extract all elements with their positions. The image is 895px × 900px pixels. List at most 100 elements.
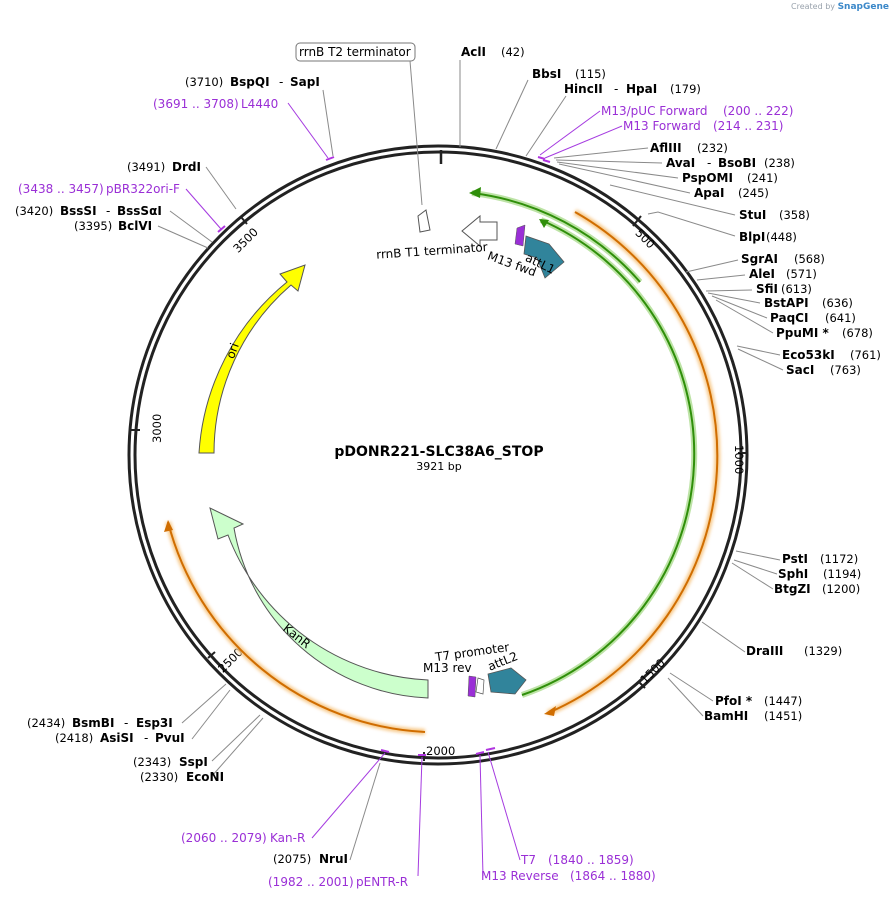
rrnb-t2-arrow (417, 209, 431, 233)
enzyme-ppumi: PpuMI * (776, 326, 830, 340)
snapgene-name: SnapGene (837, 2, 889, 12)
primer-m13forward-range: (214 .. 231) (713, 119, 783, 133)
enzyme-bclvi-pos: (3395) (74, 219, 112, 233)
primer-l4440-range: (3691 .. 3708) (153, 97, 239, 111)
enzyme-asisi: AsiSI (100, 731, 134, 745)
enzyme-bsssi: BssSI (60, 204, 97, 218)
primer-l4440: L4440 (241, 97, 278, 111)
attl2-arrow (487, 667, 527, 695)
ori-label: ori (223, 341, 241, 360)
enzyme-btgzi-pos: (1200) (822, 582, 860, 596)
enzyme-bamhi-pos: (1451) (764, 709, 802, 723)
enzyme-sfii: SfiI (756, 282, 778, 296)
enzyme-blpi-pos: (448) (766, 230, 797, 244)
enzyme-btgzi: BtgZI (774, 582, 811, 596)
enzyme-sspi-pos: (2343) (133, 755, 171, 769)
enzyme-asisi-pos: (2418) (55, 731, 93, 745)
enzyme-alei: AleI (749, 267, 775, 281)
rrnb-t2-box (295, 42, 416, 62)
enzyme-sspi: SspI (179, 755, 208, 769)
orange-track-left-line (167, 521, 426, 733)
enzyme-nrui-pos: (2075) (273, 852, 311, 866)
primer-m13reverse: M13 Reverse (481, 869, 559, 883)
enzyme-sphi: SphI (778, 567, 808, 581)
primer-pentr-range: (1982 .. 2001) (268, 875, 354, 889)
primer-m13puc: M13/pUC Forward (601, 104, 708, 118)
enzyme-saci-pos: (763) (830, 363, 861, 377)
enzyme-sgrai: SgrAI (741, 252, 778, 266)
t7promoter-arrow (475, 677, 485, 695)
enzyme-nrui: NruI (319, 852, 348, 866)
enzyme-avai: AvaI (666, 156, 695, 170)
primer-pbr322-range: (3438 .. 3457) (18, 182, 104, 196)
enzyme-bsmbi: BsmBI (72, 716, 114, 730)
green-track-inner-line (521, 219, 696, 696)
enzyme-pspomi-pos: (241) (747, 171, 778, 185)
enzyme-apai-pos: (245) (738, 186, 769, 200)
enzyme-afliii: AflIII (650, 141, 682, 155)
enzyme-psti: PstI (782, 552, 808, 566)
enzyme-pvui: PvuI (155, 731, 185, 745)
enzyme-bstapi-pos: (636) (822, 296, 853, 310)
enzyme-stui-pos: (358) (779, 208, 810, 222)
orange-track-right-head (544, 706, 556, 716)
enzyme-sapi: SapI (290, 75, 320, 89)
enzyme-pspomi: PspOMI (682, 171, 733, 185)
primer-markers (217, 156, 551, 756)
enzyme-bsssi-pos: (3420) (15, 204, 53, 218)
created-by-text: Created by (791, 2, 836, 11)
enzyme-ppumi-pos: (678) (842, 326, 873, 340)
enzyme-hincii: HincII (564, 82, 603, 96)
primer-t7-range: (1840 .. 1859) (548, 853, 634, 867)
primer-leaders (185, 102, 623, 877)
enzyme-eco53ki: Eco53kI (782, 348, 835, 362)
plasmid-name: pDONR221-SLC38A6_STOP (334, 444, 543, 460)
enzyme-bsmbi-pos: (2434) (27, 716, 65, 730)
enzyme-esp3i: Esp3I (136, 716, 173, 730)
primer-kanr-range: (2060 .. 2079) (181, 831, 267, 845)
enzyme-sphi-pos: (1194) (823, 567, 861, 581)
primer-pentr: pENTR-R (356, 875, 408, 889)
enzyme-eco53ki-pos: (761) (850, 348, 881, 362)
enzyme-paqci: PaqCI (770, 311, 808, 325)
enzyme-bsobi: BsoBI (718, 156, 756, 170)
enzyme-labels: AclI (42) BbsI (115) HincII - HpaI (179)… (15, 45, 881, 866)
enzyme-alei-pos: (571) (786, 267, 817, 281)
enzyme-sgrai-pos: (568) (794, 252, 825, 266)
enzyme-afliii-pos: (232) (697, 141, 728, 155)
orange-track-left-head (164, 520, 173, 532)
enzyme-asisi-sep: - (144, 731, 148, 745)
m13rev-arrow (467, 675, 477, 698)
enzyme-drdi-pos: (3491) (127, 160, 165, 174)
primer-m13puc-range: (200 .. 222) (723, 104, 793, 118)
tick-labels: 500 1000 1500 2000 2500 3000 3500 (150, 225, 746, 758)
enzyme-bbsi: BbsI (532, 67, 561, 81)
primer-m13reverse-range: (1864 .. 1880) (570, 869, 656, 883)
tick-500: 500 (632, 226, 657, 251)
m13fwd-arrow (514, 224, 526, 247)
enzyme-drdi: DrdI (172, 160, 201, 174)
enzyme-sfii-pos: (613) (781, 282, 812, 296)
primer-kanr: Kan-R (270, 831, 305, 845)
m13rev-label: M13 rev (423, 661, 472, 675)
enzyme-bspqi: BspQI (230, 75, 270, 89)
green-track-inner-head (539, 219, 549, 228)
tick-1000: 1000 (732, 445, 746, 474)
primer-t7: T7 (520, 853, 536, 867)
backbone-outer (127, 144, 749, 766)
enzyme-avai-pos: (238) (764, 156, 795, 170)
attl1-arrow (523, 235, 565, 279)
enzyme-acli-pos: (42) (501, 45, 525, 59)
enzyme-econi-pos: (2330) (140, 770, 178, 784)
enzyme-bsssi-sep: - (106, 204, 110, 218)
rrnb-t2-label: rrnB T2 terminator (299, 45, 411, 59)
enzyme-hincii-pos: (179) (670, 82, 701, 96)
plasmid-size: 3921 bp (416, 460, 461, 473)
green-track-inner (521, 217, 698, 698)
enzyme-econi: EcoNI (186, 770, 224, 784)
enzyme-saci: SacI (786, 363, 814, 377)
enzyme-bspqi-sep: - (279, 75, 283, 89)
enzyme-stui: StuI (739, 208, 766, 222)
enzyme-bspqi-pos: (3710) (185, 75, 223, 89)
